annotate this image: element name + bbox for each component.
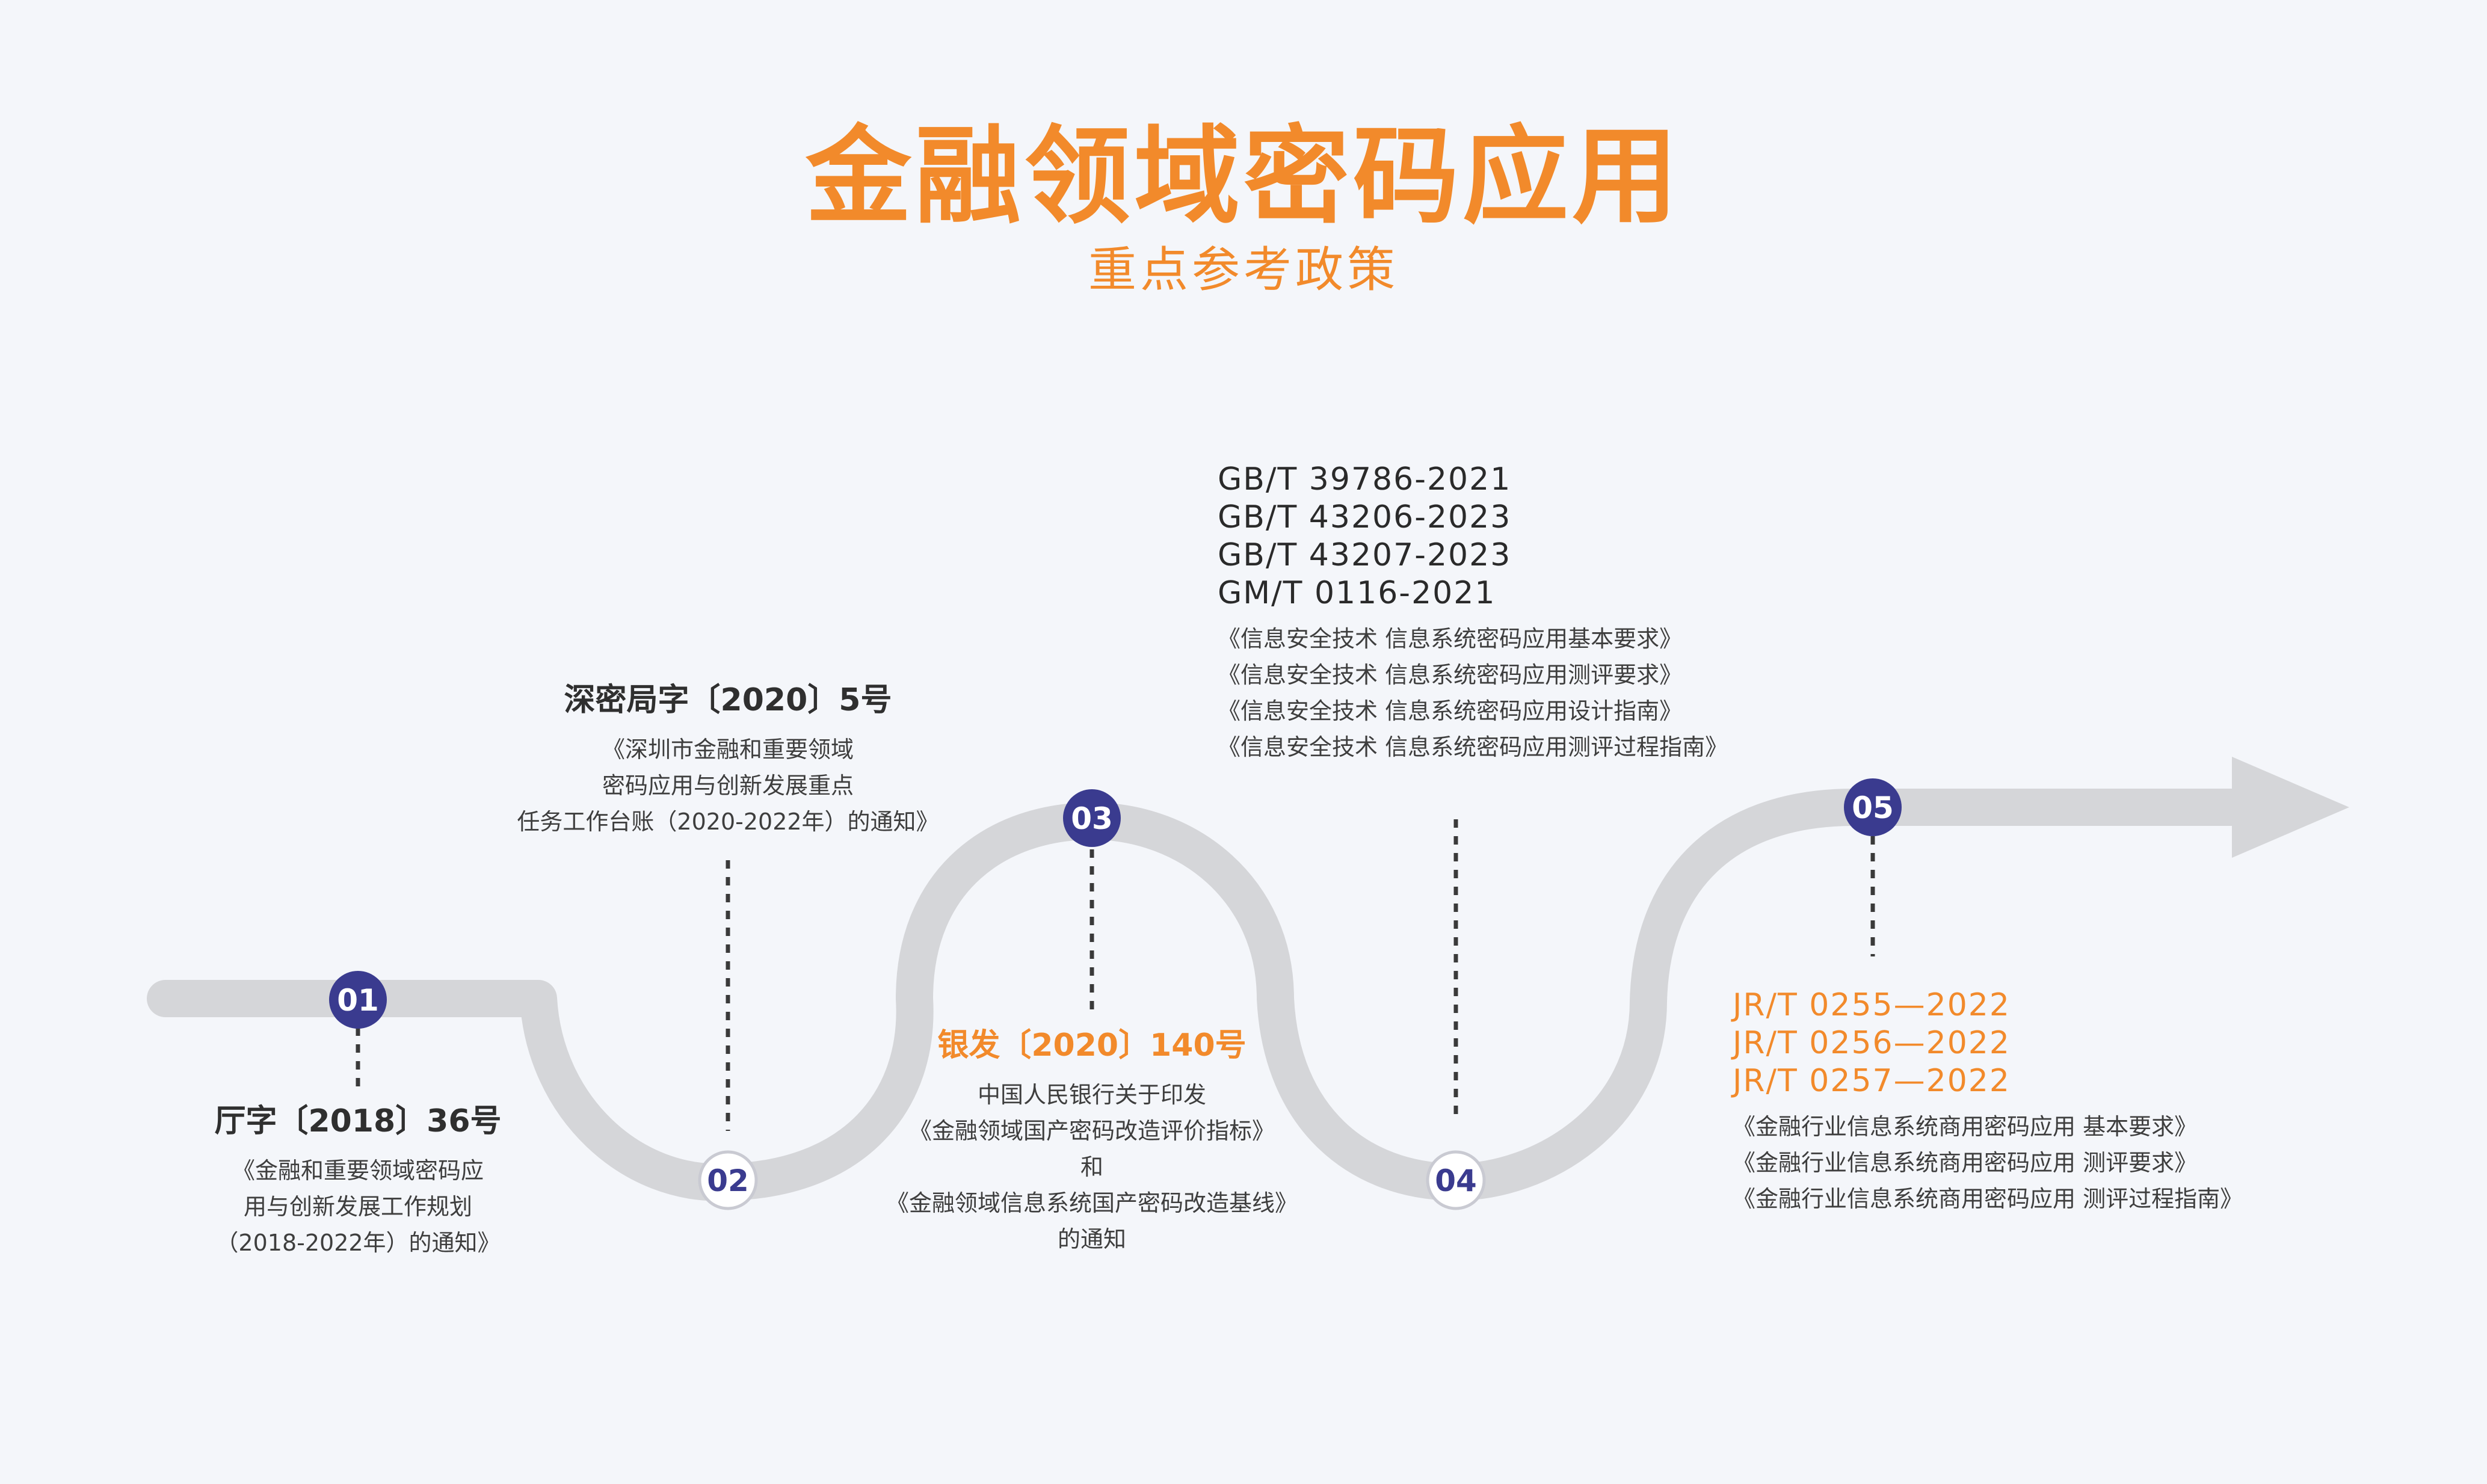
node-01-text: 厅字〔2018〕36号 《金融和重要领域密码应 用与创新发展工作规划 （2018… [180, 1098, 535, 1261]
node-05-doc-line: 《金融行业信息系统商用密码应用 基本要求》 [1733, 1113, 2198, 1140]
page-title: 金融领域密码应用 [805, 115, 1681, 238]
node-04-doc-line: 《信息安全技术 信息系统密码应用基本要求》 [1218, 626, 1683, 652]
node-01-heading: 厅字〔2018〕36号 [214, 1103, 502, 1139]
node-02-text: 深密局字〔2020〕5号 《深圳市金融和重要领域 密码应用与创新发展重点 任务工… [469, 677, 987, 840]
arrow-head [2232, 757, 2349, 858]
node-03-text: 银发〔2020〕140号 中国人民银行关于印发 《金融领域国产密码改造评价指标》… [830, 1026, 1354, 1257]
node-01-marker: 01 [329, 971, 387, 1029]
node-03-heading: 银发〔2020〕140号 [937, 1027, 1247, 1064]
node-04-code: GB/T 43206-2023 [1218, 499, 1512, 535]
node-05-code: JR/T 0256—2022 [1733, 1025, 2011, 1061]
node-02-doc-line: 《深圳市金融和重要领域 [602, 736, 854, 763]
node-04-code: GB/T 43207-2023 [1218, 537, 1512, 573]
node-04-code: GB/T 39786-2021 [1218, 461, 1512, 497]
node-04-code: GM/T 0116-2021 [1218, 575, 1496, 611]
node-01-doc-line: 用与创新发展工作规划 [243, 1193, 472, 1220]
node-02-number: 02 [707, 1163, 749, 1198]
connector-lines [356, 819, 1875, 1131]
node-03-doc-line: 《金融领域国产密码改造评价指标》 [908, 1118, 1275, 1144]
node-01-doc-line: 《金融和重要领域密码应 [232, 1157, 484, 1184]
node-03-doc-line: 和 [1080, 1154, 1103, 1180]
page-subtitle: 重点参考政策 [1088, 242, 1399, 298]
node-01-number: 01 [337, 983, 379, 1018]
node-01-doc-line: （2018-2022年）的通知》 [215, 1230, 501, 1256]
node-05-code: JR/T 0257—2022 [1733, 1063, 2011, 1099]
node-03-doc-line: 的通知 [1057, 1226, 1126, 1252]
node-05-marker: 05 [1844, 778, 1902, 836]
node-04-doc-line: 《信息安全技术 信息系统密码应用设计指南》 [1218, 698, 1683, 724]
node-02-marker: 02 [698, 1150, 758, 1210]
node-03-number: 03 [1071, 801, 1113, 836]
node-03-doc-line: 《金融领域信息系统国产密码改造基线》 [886, 1190, 1298, 1216]
node-04-number: 04 [1435, 1163, 1477, 1198]
node-03-marker: 03 [1063, 789, 1121, 847]
node-05-number: 05 [1852, 790, 1894, 825]
timeline-path [147, 789, 2269, 1201]
node-04-marker: 04 [1426, 1150, 1486, 1210]
node-02-heading: 深密局字〔2020〕5号 [564, 682, 892, 718]
node-05-code: JR/T 0255—2022 [1733, 987, 2011, 1023]
node-05-doc-line: 《金融行业信息系统商用密码应用 测评要求》 [1733, 1150, 2198, 1176]
node-05-text: JR/T 0255—2022 JR/T 0256—2022 JR/T 0257—… [1733, 987, 2243, 1217]
node-04-doc-line: 《信息安全技术 信息系统密码应用测评过程指南》 [1218, 734, 1728, 760]
node-03-doc-line: 中国人民银行关于印发 [977, 1082, 1206, 1108]
node-02-doc-line: 密码应用与创新发展重点 [602, 772, 854, 799]
node-04-doc-line: 《信息安全技术 信息系统密码应用测评要求》 [1218, 662, 1683, 688]
node-05-doc-line: 《金融行业信息系统商用密码应用 测评过程指南》 [1733, 1186, 2243, 1212]
node-02-doc-line: 任务工作台账（2020-2022年）的通知》 [517, 808, 939, 835]
node-04-text: GB/T 39786-2021 GB/T 43206-2023 GB/T 432… [1218, 461, 1728, 765]
